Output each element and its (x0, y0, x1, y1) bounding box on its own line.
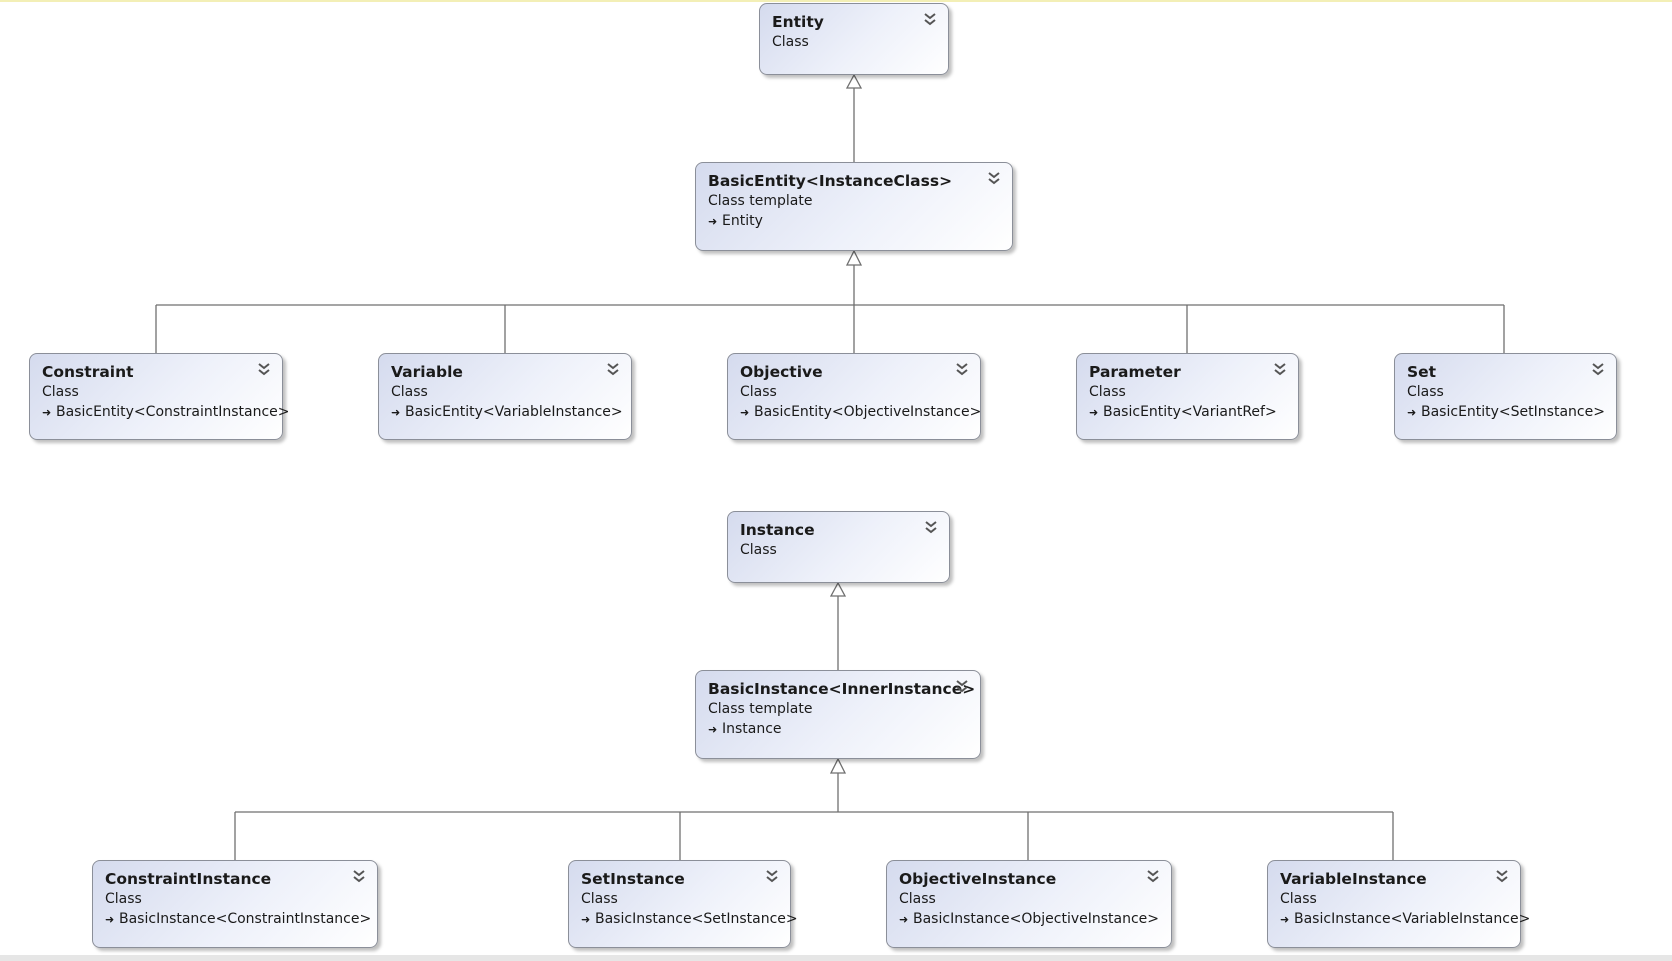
bottom-scroll-strip (0, 955, 1672, 961)
class-kind: Class (391, 384, 428, 400)
class-name: BasicEntity<InstanceClass> (708, 172, 953, 190)
base-class: ➜BasicInstance<VariableInstance> (1280, 909, 1530, 930)
class-kind: Class (1089, 384, 1126, 400)
inherits-icon: ➜ (1280, 913, 1290, 926)
double-chevron-down-icon[interactable] (986, 171, 1002, 187)
inherits-icon: ➜ (42, 406, 52, 419)
class-name: Variable (391, 363, 463, 381)
class-kind: Class (740, 542, 777, 558)
class-node-parameter[interactable]: Parameter Class ➜BasicEntity<VariantRef> (1076, 353, 1299, 440)
double-chevron-down-icon[interactable] (1272, 362, 1288, 378)
double-chevron-down-icon[interactable] (954, 679, 970, 695)
base-class: ➜BasicInstance<ConstraintInstance> (105, 909, 371, 930)
base-class: ➜BasicInstance<SetInstance> (581, 909, 798, 930)
inherits-icon: ➜ (1089, 406, 1099, 419)
double-chevron-down-icon[interactable] (1145, 869, 1161, 885)
class-node-basic-entity[interactable]: BasicEntity<InstanceClass> Class templat… (695, 162, 1013, 251)
base-class: ➜BasicEntity<SetInstance> (1407, 402, 1605, 423)
class-name: SetInstance (581, 870, 685, 888)
double-chevron-down-icon[interactable] (605, 362, 621, 378)
base-class: ➜Entity (708, 211, 1000, 232)
inherits-icon: ➜ (740, 406, 750, 419)
base-class: ➜BasicInstance<ObjectiveInstance> (899, 909, 1159, 930)
class-name: ConstraintInstance (105, 870, 272, 888)
class-name: Set (1407, 363, 1437, 381)
double-chevron-down-icon[interactable] (923, 520, 939, 536)
class-kind: Class (42, 384, 79, 400)
double-chevron-down-icon[interactable] (954, 362, 970, 378)
class-name: VariableInstance (1280, 870, 1427, 888)
class-name: Instance (740, 521, 815, 539)
class-kind: Class (772, 34, 809, 50)
class-kind: Class (581, 891, 618, 907)
class-kind: Class template (708, 193, 813, 209)
class-kind: Class (105, 891, 142, 907)
class-node-objective-instance[interactable]: ObjectiveInstance Class ➜BasicInstance<O… (886, 860, 1172, 948)
class-node-set[interactable]: Set Class ➜BasicEntity<SetInstance> (1394, 353, 1617, 440)
base-class: ➜BasicEntity<VariableInstance> (391, 402, 623, 423)
class-node-variable-instance[interactable]: VariableInstance Class ➜BasicInstance<Va… (1267, 860, 1530, 948)
double-chevron-down-icon[interactable] (922, 12, 938, 28)
class-node-basic-instance[interactable]: BasicInstance<InnerInstance> Class templ… (695, 670, 981, 759)
class-name: Entity (772, 13, 824, 31)
inheritance-arrow-icon (829, 757, 847, 774)
double-chevron-down-icon[interactable] (1590, 362, 1606, 378)
double-chevron-down-icon[interactable] (351, 869, 367, 885)
class-node-constraint-instance[interactable]: ConstraintInstance Class ➜BasicInstance<… (92, 860, 378, 948)
inherits-icon: ➜ (391, 406, 401, 419)
double-chevron-down-icon[interactable] (764, 869, 780, 885)
inheritance-arrow-icon (845, 249, 863, 266)
class-name: Parameter (1089, 363, 1181, 381)
class-kind: Class template (708, 701, 813, 717)
class-kind: Class (740, 384, 777, 400)
base-class: ➜BasicEntity<VariantRef> (1089, 402, 1286, 423)
base-class: ➜BasicEntity<ObjectiveInstance> (740, 402, 981, 423)
class-node-constraint[interactable]: Constraint Class ➜BasicEntity<Constraint… (29, 353, 290, 440)
class-node-objective[interactable]: Objective Class ➜BasicEntity<ObjectiveIn… (727, 353, 981, 440)
base-class: ➜Instance (708, 719, 968, 740)
class-kind: Class (899, 891, 936, 907)
class-name: ObjectiveInstance (899, 870, 1057, 888)
base-class: ➜BasicEntity<ConstraintInstance> (42, 402, 290, 423)
class-node-variable[interactable]: Variable Class ➜BasicEntity<VariableInst… (378, 353, 632, 440)
class-node-instance[interactable]: Instance Class (727, 511, 950, 583)
inherits-icon: ➜ (1407, 406, 1417, 419)
inheritance-arrow-icon (845, 73, 863, 89)
class-node-entity[interactable]: Entity Class (759, 3, 949, 75)
class-name: Objective (740, 363, 823, 381)
class-kind: Class (1280, 891, 1317, 907)
class-node-set-instance[interactable]: SetInstance Class ➜BasicInstance<SetInst… (568, 860, 798, 948)
double-chevron-down-icon[interactable] (256, 362, 272, 378)
class-kind: Class (1407, 384, 1444, 400)
class-name: BasicInstance<InnerInstance> (708, 680, 976, 698)
double-chevron-down-icon[interactable] (1494, 869, 1510, 885)
inherits-icon: ➜ (899, 913, 909, 926)
inheritance-arrow-icon (829, 581, 847, 597)
inherits-icon: ➜ (708, 723, 718, 736)
class-name: Constraint (42, 363, 134, 381)
inherits-icon: ➜ (105, 913, 115, 926)
inherits-icon: ➜ (708, 215, 718, 228)
inherits-icon: ➜ (581, 913, 591, 926)
top-border (0, 0, 1672, 2)
